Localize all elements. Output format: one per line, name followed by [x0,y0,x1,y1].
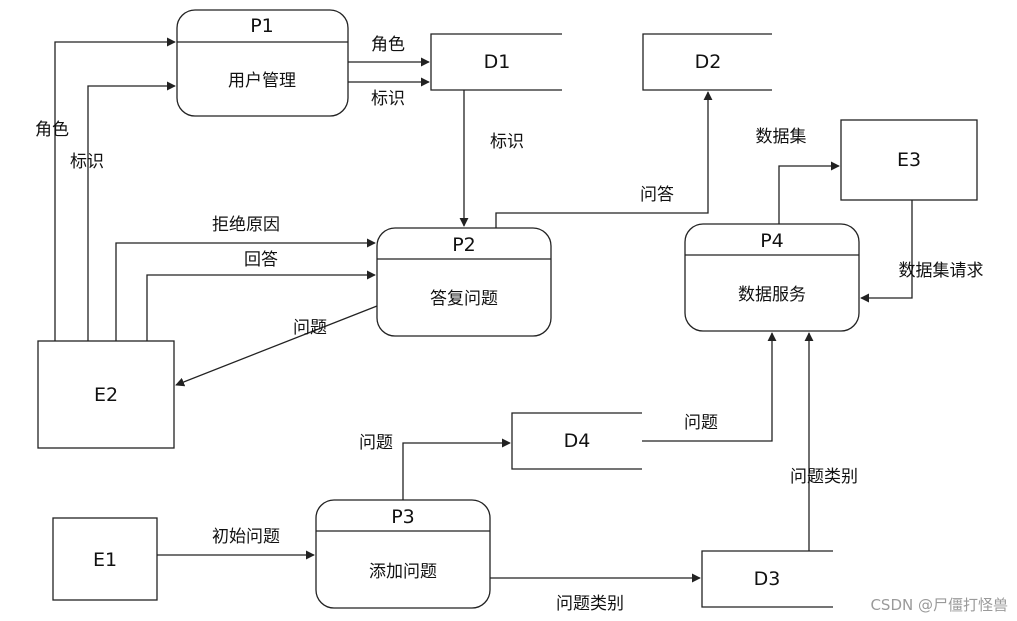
flow-p2-e2-label: 问题 [293,318,327,338]
process-p3-id: P3 [391,506,415,528]
flow-p4-e3-line [778,161,840,224]
entity-e1: E1 [52,517,158,601]
process-p4-id: P4 [760,230,784,252]
flow-e2-p2-reason-line [115,238,376,341]
flow-e2-p1-role-line [54,37,176,341]
process-p2: P2 答复问题 [376,227,552,337]
store-d4: D4 [511,412,642,470]
process-p1-id: P1 [250,15,274,37]
process-p4-name: 数据服务 [738,285,806,305]
process-p3: P3 添加问题 [315,499,491,609]
flow-p3-d3-label: 问题类别 [556,594,624,614]
flow-d3-p4-label: 问题类别 [790,467,858,487]
flow-p2-d2-line [495,91,713,228]
process-p2-id: P2 [452,234,476,256]
flow-e2-p1-id-label: 标识 [70,152,104,172]
process-p4: P4 数据服务 [684,223,860,332]
entity-e2-label: E2 [94,384,118,406]
flow-p3-d4-line [402,438,511,500]
entity-e3-label: E3 [897,149,921,171]
flow-p4-e3-label: 数据集 [756,127,807,147]
store-d2: D2 [642,33,772,91]
store-d4-label: D4 [564,430,591,452]
flow-p2-d2-label: 问答 [640,185,674,205]
watermark-text: CSDN @尸僵打怪兽 [870,596,1008,614]
process-p1-name: 用户管理 [228,71,296,91]
flow-d4-p4-label: 问题 [684,413,718,433]
flow-e2-p1-role-label: 角色 [35,120,69,140]
process-p1: P1 用户管理 [176,9,349,117]
store-d3: D3 [701,550,833,608]
process-p2-name: 答复问题 [430,289,498,309]
entity-e3: E3 [840,119,978,201]
flow-e3-p4-line [860,200,913,303]
flow-e2-p2-reason-label: 拒绝原因 [212,215,280,235]
process-p3-name: 添加问题 [369,562,437,582]
flow-e2-p2-answer-label: 回答 [244,250,278,270]
flow-e3-p4-label: 数据集请求 [899,261,984,281]
flow-d1-p2-label: 标识 [490,132,524,152]
store-d3-label: D3 [754,568,781,590]
flow-d4-p4-line [642,332,777,442]
flow-p1-d1-id-label: 标识 [371,89,405,109]
flow-e1-p3-label: 初始问题 [212,527,280,547]
store-d1-label: D1 [484,51,511,73]
flow-p3-d4-label: 问题 [359,433,393,453]
entity-e1-label: E1 [93,549,117,571]
entity-e2: E2 [37,340,175,449]
flow-p2-e2-line [175,305,378,387]
store-d1: D1 [430,33,562,91]
flow-e2-p2-answer-line [146,270,376,341]
store-d2-label: D2 [695,51,722,73]
flow-p1-d1-role-label: 角色 [371,35,405,55]
flow-e2-p1-id-line [87,81,176,341]
